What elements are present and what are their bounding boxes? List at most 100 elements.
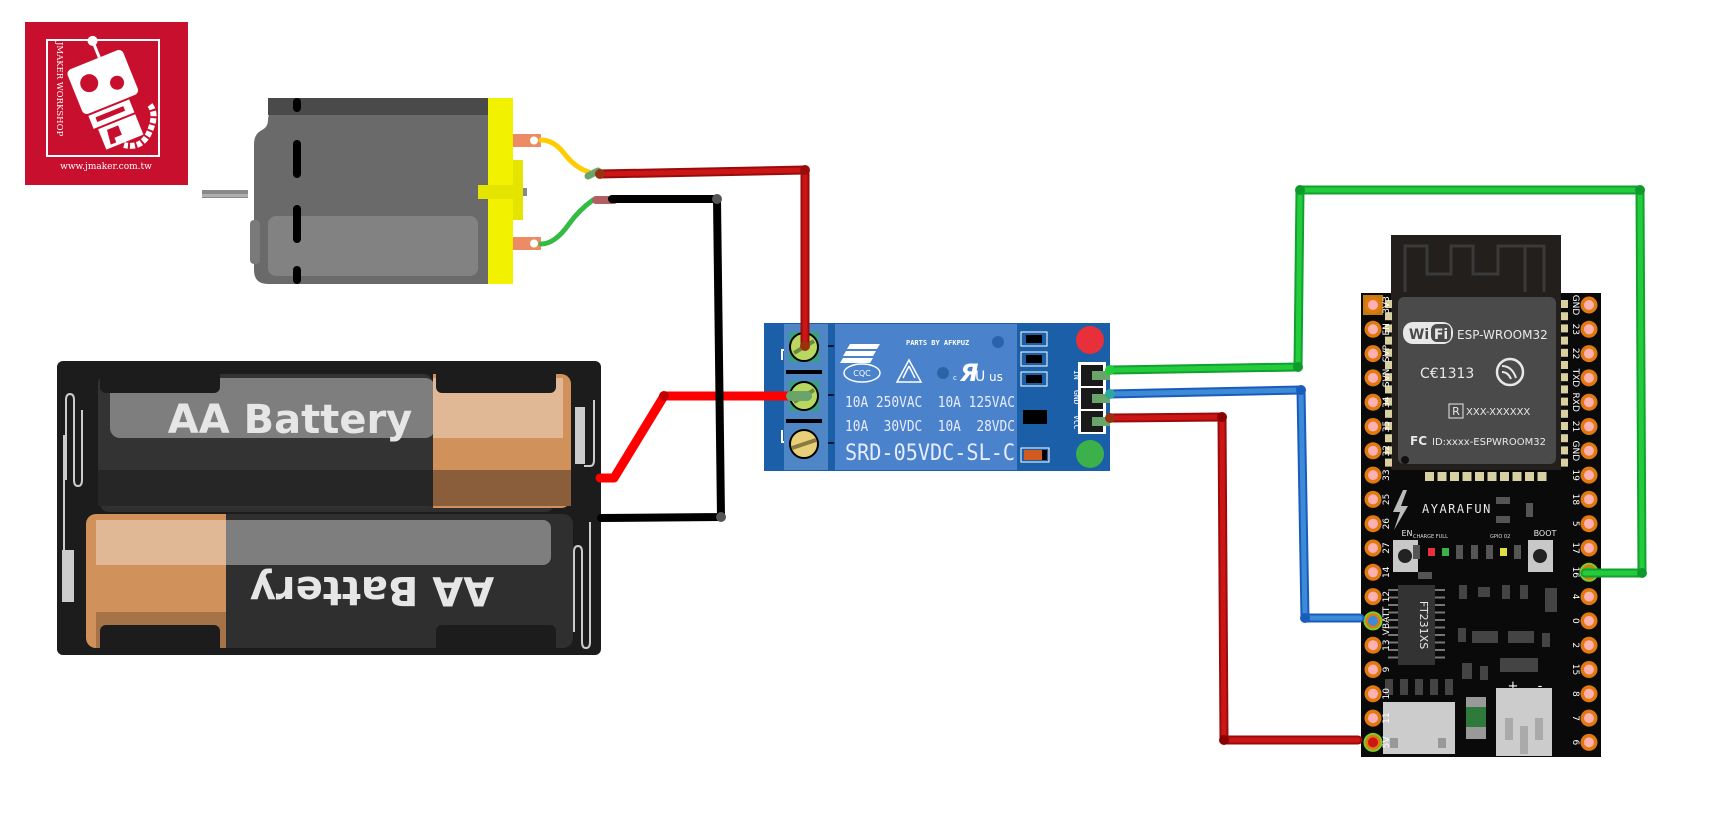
pin-right-19-7[interactable]: 19 (1570, 466, 1598, 484)
pin-left-33[interactable]: 33 (1364, 466, 1393, 484)
pin-right-23-1[interactable]: 23 (1570, 320, 1598, 338)
full-led (1442, 548, 1449, 556)
pin-label: 14 (1382, 566, 1392, 578)
svg-text:CQC: CQC (853, 369, 871, 378)
pin-left-en[interactable]: EN (1364, 320, 1393, 338)
svg-text:Fi: Fi (1434, 327, 1448, 343)
usb-port[interactable] (1383, 702, 1455, 754)
plus-label: + (1508, 679, 1519, 694)
relay-terminal-nc (789, 429, 819, 459)
wire-motor-to-relay-com[interactable] (595, 165, 810, 351)
battery-cell-top: AA Battery (98, 361, 571, 512)
pin-label: SVP (1382, 344, 1392, 362)
pin-label: 11 (1382, 712, 1392, 723)
pin-label: 17 (1570, 542, 1580, 553)
pin-left-svp[interactable]: SVP (1364, 344, 1393, 362)
pin-left-34[interactable]: 34 (1364, 393, 1393, 411)
pin-right-gnd-0[interactable]: GND (1570, 295, 1598, 316)
pin-label: 9 (1382, 666, 1392, 672)
svg-text:us: us (989, 370, 1003, 384)
wires (595, 165, 1647, 745)
wire-battery-pos-to-relay-no[interactable] (595, 391, 812, 483)
pin-right-17-10[interactable]: 17 (1570, 539, 1598, 557)
pin-label: 3V3 (1382, 296, 1392, 314)
pin-left-13[interactable]: 13 (1364, 636, 1393, 654)
esp32-board: Wi Fi ESP-WROOM32 C€1313 R XXX-XXXXXX FC… (1361, 235, 1601, 757)
board-brand: AYARAFUN (1422, 502, 1492, 516)
module-name: ESP-WROOM32 (1457, 328, 1548, 342)
motor-terminal-2 (513, 237, 541, 250)
wire-relay-vcc-to-5v[interactable] (1105, 412, 1363, 745)
pin-left-12[interactable]: 12 (1364, 588, 1393, 606)
wifi-logo: Wi Fi (1403, 322, 1453, 344)
pin-label: GND (1570, 295, 1580, 316)
pin-left-10[interactable]: 10 (1364, 685, 1393, 703)
pin-right-8-16[interactable]: 8 (1570, 685, 1598, 703)
pin-left-11[interactable]: 11 (1364, 709, 1393, 727)
svg-text:Wi: Wi (1409, 327, 1429, 343)
pin-right-18-8[interactable]: 18 (1570, 490, 1598, 508)
battery-holder: AA Battery AA Battery (57, 361, 601, 655)
wire-relay-gnd-to-vbatt[interactable] (1105, 385, 1365, 623)
battery-connector[interactable] (1496, 688, 1552, 756)
relay-brand-icon (840, 344, 880, 363)
pin-left-3v3[interactable]: 3V3 (1363, 295, 1392, 315)
pin-label: 32 (1382, 445, 1392, 456)
pin-right-22-2[interactable]: 22 (1570, 345, 1598, 363)
minus-label: - (1538, 679, 1543, 694)
pin-left-9[interactable]: 9 (1364, 661, 1393, 678)
pin-left-27[interactable]: 27 (1364, 539, 1393, 557)
battery-cell-bottom: AA Battery (86, 514, 573, 655)
motor-terminal-1 (513, 134, 541, 147)
pin-label: 27 (1382, 542, 1392, 553)
relay-status-led (1076, 440, 1104, 468)
pin-left-5v[interactable]: 5V (1363, 732, 1393, 752)
pin-left-25[interactable]: 25 (1364, 490, 1393, 508)
pin-left-14[interactable]: 14 (1364, 563, 1393, 581)
pin-label: 2 (1570, 642, 1580, 648)
pin-right-6-18[interactable]: 6 (1570, 733, 1598, 751)
pin-label: 26 (1382, 518, 1392, 530)
svg-text:c: c (953, 374, 957, 382)
fcc-mark: FC (1410, 434, 1427, 448)
pin-right-rxd-4[interactable]: RXD (1570, 393, 1598, 412)
svg-text:R: R (1452, 405, 1460, 418)
wire-relay-in-to-gpio16[interactable] (1105, 185, 1647, 578)
pin-label: TXD (1570, 368, 1580, 388)
pin-right-21-5[interactable]: 21 (1570, 418, 1598, 435)
boot-button[interactable] (1528, 540, 1553, 572)
battery-label-top: AA Battery (168, 397, 413, 443)
pin-right-txd-3[interactable]: TXD (1570, 368, 1598, 388)
pin-left-vbatt[interactable]: VBATT (1363, 606, 1393, 635)
boot-label: BOOT (1534, 529, 1557, 538)
pin-right-5-9[interactable]: 5 (1570, 515, 1598, 533)
wire-battery-neg-to-motor[interactable] (597, 194, 726, 522)
pin-left-32[interactable]: 32 (1364, 442, 1393, 460)
pin-right-gnd-6[interactable]: GND (1570, 440, 1598, 461)
pin-right-7-17[interactable]: 7 (1570, 709, 1598, 727)
pin-left-26[interactable]: 26 (1364, 515, 1393, 533)
pin-left-35[interactable]: 35 (1364, 418, 1393, 435)
pin-left-svn[interactable]: SVN (1364, 369, 1393, 388)
pin-label: 21 (1570, 421, 1580, 432)
pin-right-4-12[interactable]: 4 (1570, 588, 1598, 606)
pin-right-15-15[interactable]: 15 (1570, 661, 1598, 678)
pin-label: RXD (1570, 393, 1580, 412)
relay-power-led (1076, 326, 1104, 354)
r-mark: R XXX-XXXXXX (1448, 403, 1530, 419)
charge-led-label: CHARGE FULL (1413, 534, 1448, 540)
ul-mark: c Я U us (953, 359, 1003, 387)
pin-right-2-14[interactable]: 2 (1570, 636, 1598, 654)
pin-label: 6 (1570, 740, 1580, 746)
pin-label: EN (1382, 323, 1392, 335)
espressif-logo-icon (1495, 357, 1525, 387)
pin-label: 5V (1382, 736, 1392, 749)
dc-motor (202, 98, 618, 284)
ce-mark: C€1313 (1420, 366, 1474, 382)
pin-label: 4 (1570, 594, 1580, 600)
pin-right-0-13[interactable]: 0 (1570, 612, 1598, 630)
pin-label: SVN (1382, 369, 1392, 388)
svg-text:XXX-XXXXXX: XXX-XXXXXX (1466, 407, 1530, 418)
